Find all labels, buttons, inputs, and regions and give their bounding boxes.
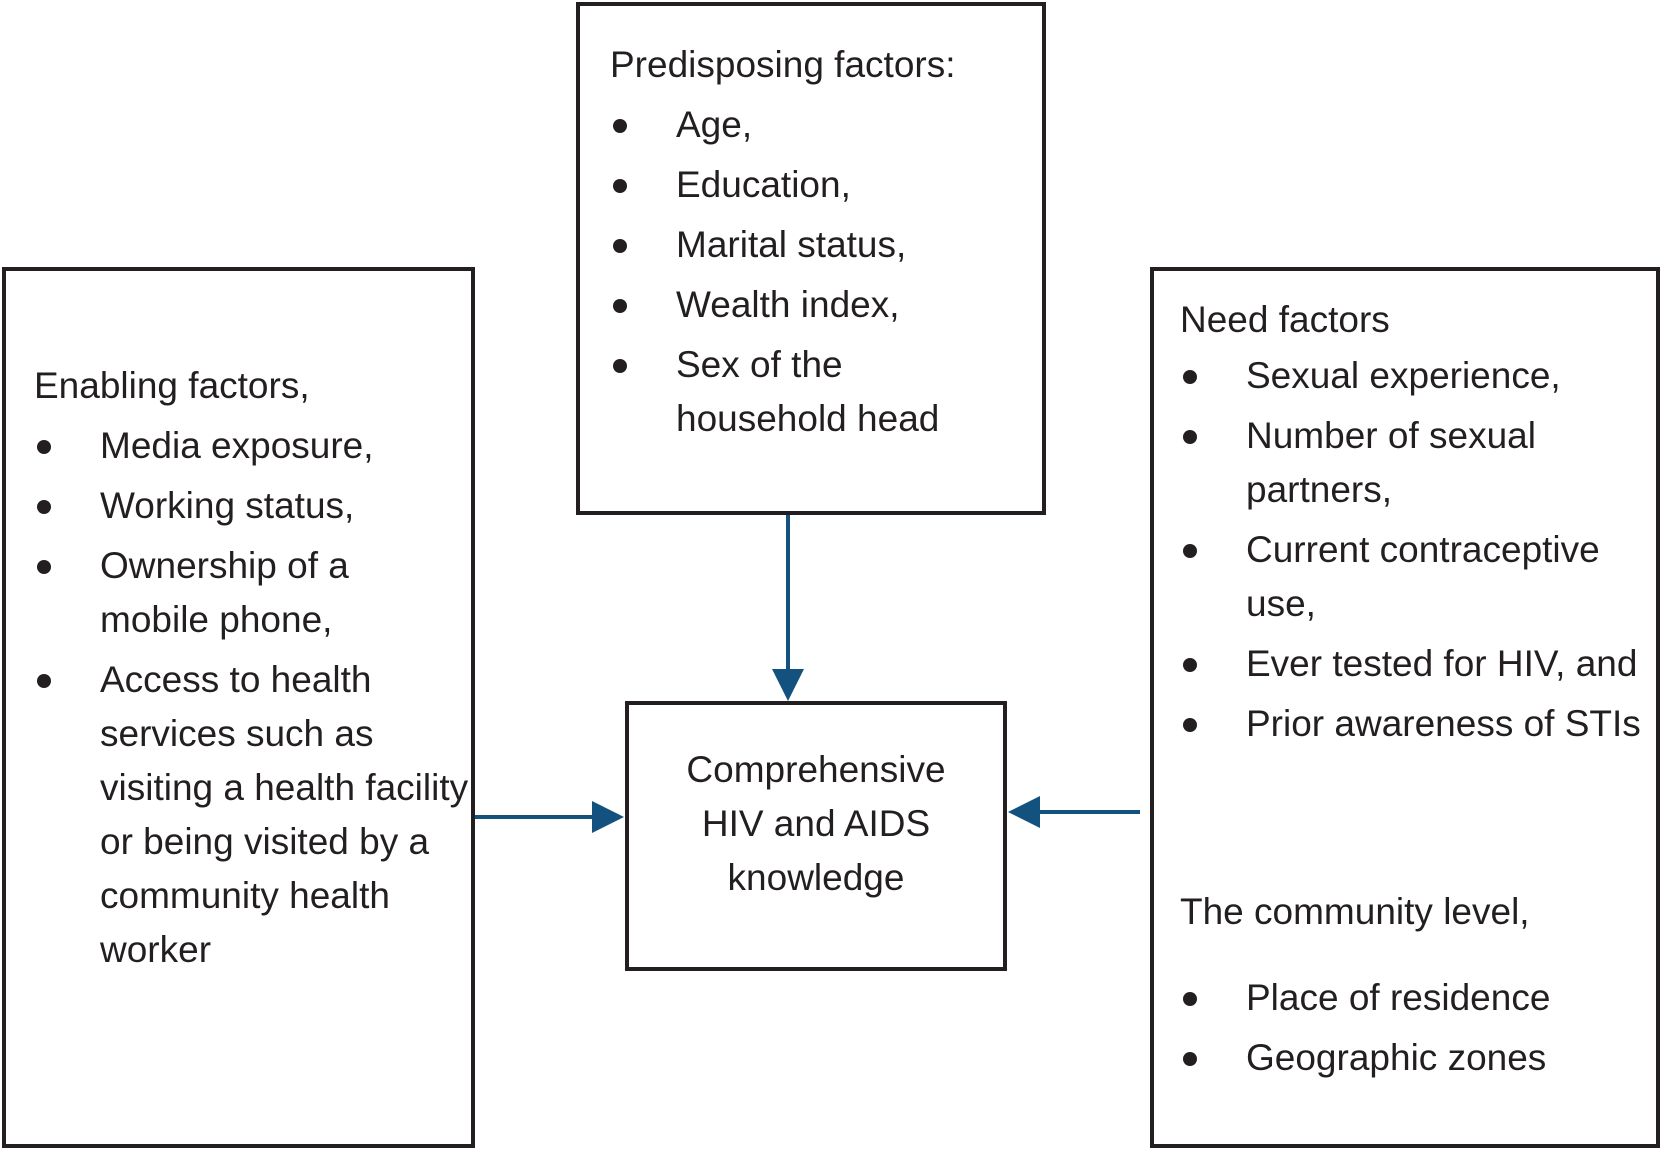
list-item-text: Education, — [676, 164, 851, 205]
list-item: Marital status, — [610, 218, 1030, 272]
bullet-icon — [613, 299, 627, 313]
list-item: Sex of the household head — [610, 338, 976, 446]
bullet-icon — [1183, 658, 1197, 672]
list-item-text: Ownership of a mobile phone, — [100, 545, 349, 640]
bullet-icon — [37, 560, 51, 574]
list-item-text: Working status, — [100, 485, 355, 526]
list-item: Media exposure, — [34, 419, 444, 473]
list-item-text: Current contraceptive use, — [1246, 529, 1600, 624]
bullet-icon — [37, 500, 51, 514]
list-item: Sexual experience, — [1180, 349, 1650, 403]
list-item-text: Media exposure, — [100, 425, 374, 466]
list-item-text: Ever tested for HIV, and — [1246, 643, 1638, 684]
bullet-icon — [613, 359, 627, 373]
list-item-text: Wealth index, — [676, 284, 900, 325]
predisposing-heading: Predisposing factors: — [610, 44, 956, 85]
bullet-icon — [613, 239, 627, 253]
list-item-text: Access to health services such as visiti… — [100, 659, 469, 970]
need-list: Sexual experience, Number of sexual part… — [1180, 349, 1650, 757]
list-item-text: Age, — [676, 104, 753, 145]
list-item: Ever tested for HIV, and — [1180, 637, 1662, 691]
list-item-text: Prior awareness of STIs — [1246, 703, 1641, 744]
predisposing-list: Age, Education, Marital status, Wealth i… — [610, 98, 1030, 452]
list-item: Geographic zones — [1180, 1031, 1650, 1085]
list-item-text: Place of residence — [1246, 977, 1551, 1018]
list-item: Working status, — [34, 479, 444, 533]
list-item-text: Sexual experience, — [1246, 355, 1561, 396]
bullet-icon — [37, 440, 51, 454]
enabling-list: Media exposure, Working status, Ownershi… — [34, 419, 468, 983]
community-level-heading: The community level, — [1180, 891, 1530, 932]
list-item-text: Geographic zones — [1246, 1037, 1547, 1078]
bullet-icon — [1183, 1052, 1197, 1066]
list-item: Wealth index, — [610, 278, 1030, 332]
enabling-heading: Enabling factors, — [34, 365, 310, 406]
list-item: Prior awareness of STIs — [1180, 697, 1662, 751]
list-item: Current contraceptive use, — [1180, 523, 1646, 631]
list-item: Number of sexual partners, — [1180, 409, 1646, 517]
outcome-label: Comprehensive HIV and AIDS knowledge — [686, 749, 946, 898]
community-level-list: Place of residence Geographic zones — [1180, 971, 1650, 1091]
need-factors-box: Need factors Sexual experience, Number o… — [1150, 267, 1660, 1148]
outcome-box: Comprehensive HIV and AIDS knowledge — [625, 701, 1007, 971]
predisposing-factors-box: Predisposing factors: Age, Education, Ma… — [576, 2, 1046, 515]
bullet-icon — [1183, 992, 1197, 1006]
bullet-icon — [1183, 370, 1197, 384]
bullet-icon — [1183, 430, 1197, 444]
bullet-icon — [37, 674, 51, 688]
bullet-icon — [613, 119, 627, 133]
need-heading: Need factors — [1180, 299, 1390, 340]
bullet-icon — [1183, 718, 1197, 732]
list-item: Age, — [610, 98, 1030, 152]
list-item: Education, — [610, 158, 1030, 212]
bullet-icon — [613, 179, 627, 193]
list-item: Ownership of a mobile phone, — [34, 539, 390, 647]
enabling-factors-box: Enabling factors, Media exposure, Workin… — [2, 267, 475, 1148]
list-item: Place of residence — [1180, 971, 1650, 1025]
list-item-text: Marital status, — [676, 224, 907, 265]
bullet-icon — [1183, 544, 1197, 558]
list-item-text: Sex of the household head — [676, 344, 940, 439]
list-item-text: Number of sexual partners, — [1246, 415, 1536, 510]
list-item: Access to health services such as visiti… — [34, 653, 470, 977]
